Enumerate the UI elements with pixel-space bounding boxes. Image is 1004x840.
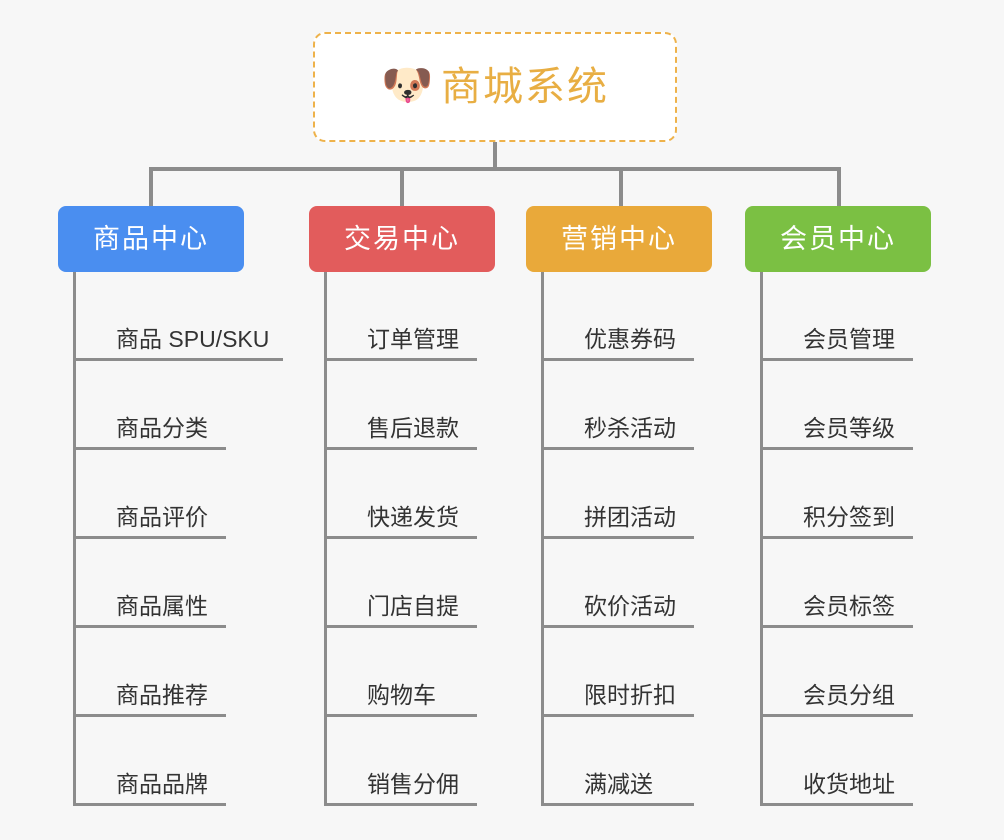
list-item[interactable]: 商品评价 bbox=[76, 450, 226, 539]
list-item[interactable]: 商品推荐 bbox=[76, 628, 226, 717]
list-item[interactable]: 会员等级 bbox=[763, 361, 913, 450]
connector-drop-1 bbox=[400, 167, 404, 207]
list-item-label: 门店自提 bbox=[367, 593, 459, 619]
list-item-label: 商品 SPU/SKU bbox=[116, 326, 270, 352]
list-item-label: 商品评价 bbox=[116, 504, 208, 530]
list-item-label: 优惠券码 bbox=[584, 326, 676, 352]
list-item[interactable]: 商品分类 bbox=[76, 361, 226, 450]
leaf-list-product-center: 商品 SPU/SKU 商品分类 商品评价 商品属性 商品推荐 商品品牌 bbox=[73, 272, 284, 806]
list-item[interactable]: 满减送 bbox=[544, 717, 694, 806]
list-item-label: 订单管理 bbox=[367, 326, 459, 352]
list-item[interactable]: 售后退款 bbox=[327, 361, 477, 450]
column-trade-center: 交易中心 订单管理 售后退款 快递发货 门店自提 购物车 销售分佣 bbox=[309, 206, 495, 806]
list-item-label: 砍价活动 bbox=[584, 593, 676, 619]
leaf-list-marketing-center: 优惠券码 秒杀活动 拼团活动 砍价活动 限时折扣 满减送 bbox=[541, 272, 712, 806]
category-box-member-center[interactable]: 会员中心 bbox=[745, 206, 931, 272]
list-item[interactable]: 限时折扣 bbox=[544, 628, 694, 717]
category-label: 交易中心 bbox=[344, 223, 460, 254]
list-item[interactable]: 秒杀活动 bbox=[544, 361, 694, 450]
list-item[interactable]: 会员分组 bbox=[763, 628, 913, 717]
category-box-product-center[interactable]: 商品中心 bbox=[58, 206, 244, 272]
list-item-label: 购物车 bbox=[367, 682, 436, 708]
list-item-label: 会员等级 bbox=[803, 415, 895, 441]
list-item-label: 商品分类 bbox=[116, 415, 208, 441]
root-node-mall-system[interactable]: 🐶 商城系统 bbox=[313, 32, 677, 142]
list-item-label: 会员标签 bbox=[803, 593, 895, 619]
category-label: 商品中心 bbox=[93, 223, 209, 254]
list-item[interactable]: 快递发货 bbox=[327, 450, 477, 539]
list-item[interactable]: 销售分佣 bbox=[327, 717, 477, 806]
list-item[interactable]: 收货地址 bbox=[763, 717, 913, 806]
list-item[interactable]: 积分签到 bbox=[763, 450, 913, 539]
column-product-center: 商品中心 商品 SPU/SKU 商品分类 商品评价 商品属性 商品推荐 商品品牌 bbox=[58, 206, 284, 806]
list-item[interactable]: 商品品牌 bbox=[76, 717, 226, 806]
list-item-label: 收货地址 bbox=[803, 771, 895, 797]
list-item-label: 秒杀活动 bbox=[584, 415, 676, 441]
connector-drop-3 bbox=[837, 167, 841, 207]
list-item-label: 积分签到 bbox=[803, 504, 895, 530]
list-item[interactable]: 会员管理 bbox=[763, 272, 913, 361]
list-item-label: 快递发货 bbox=[367, 504, 459, 530]
connector-horizontal-bar bbox=[149, 167, 841, 171]
connector-root-stem bbox=[493, 142, 497, 170]
connector-drop-2 bbox=[619, 167, 623, 207]
category-label: 营销中心 bbox=[561, 223, 677, 254]
list-item[interactable]: 购物车 bbox=[327, 628, 477, 717]
list-item-label: 售后退款 bbox=[367, 415, 459, 441]
list-item[interactable]: 商品 SPU/SKU bbox=[76, 272, 284, 361]
list-item-label: 限时折扣 bbox=[584, 682, 676, 708]
list-item[interactable]: 会员标签 bbox=[763, 539, 913, 628]
leaf-list-member-center: 会员管理 会员等级 积分签到 会员标签 会员分组 收货地址 bbox=[760, 272, 931, 806]
column-member-center: 会员中心 会员管理 会员等级 积分签到 会员标签 会员分组 收货地址 bbox=[745, 206, 931, 806]
list-item-label: 商品推荐 bbox=[116, 682, 208, 708]
list-item[interactable]: 砍价活动 bbox=[544, 539, 694, 628]
root-title: 商城系统 bbox=[441, 65, 609, 109]
list-item-label: 商品品牌 bbox=[116, 771, 208, 797]
connector-drop-0 bbox=[149, 167, 153, 207]
list-item[interactable]: 门店自提 bbox=[327, 539, 477, 628]
list-item-label: 满减送 bbox=[584, 771, 653, 797]
column-marketing-center: 营销中心 优惠券码 秒杀活动 拼团活动 砍价活动 限时折扣 满减送 bbox=[526, 206, 712, 806]
list-item-label: 会员分组 bbox=[803, 682, 895, 708]
list-item[interactable]: 订单管理 bbox=[327, 272, 477, 361]
list-item-label: 商品属性 bbox=[116, 593, 208, 619]
list-item-label: 销售分佣 bbox=[367, 771, 459, 797]
category-box-trade-center[interactable]: 交易中心 bbox=[309, 206, 495, 272]
list-item-label: 会员管理 bbox=[803, 326, 895, 352]
list-item[interactable]: 拼团活动 bbox=[544, 450, 694, 539]
list-item[interactable]: 优惠券码 bbox=[544, 272, 694, 361]
dog-face-icon: 🐶 bbox=[381, 61, 434, 108]
category-box-marketing-center[interactable]: 营销中心 bbox=[526, 206, 712, 272]
category-label: 会员中心 bbox=[780, 223, 896, 254]
leaf-list-trade-center: 订单管理 售后退款 快递发货 门店自提 购物车 销售分佣 bbox=[324, 272, 495, 806]
list-item-label: 拼团活动 bbox=[584, 504, 676, 530]
list-item[interactable]: 商品属性 bbox=[76, 539, 226, 628]
